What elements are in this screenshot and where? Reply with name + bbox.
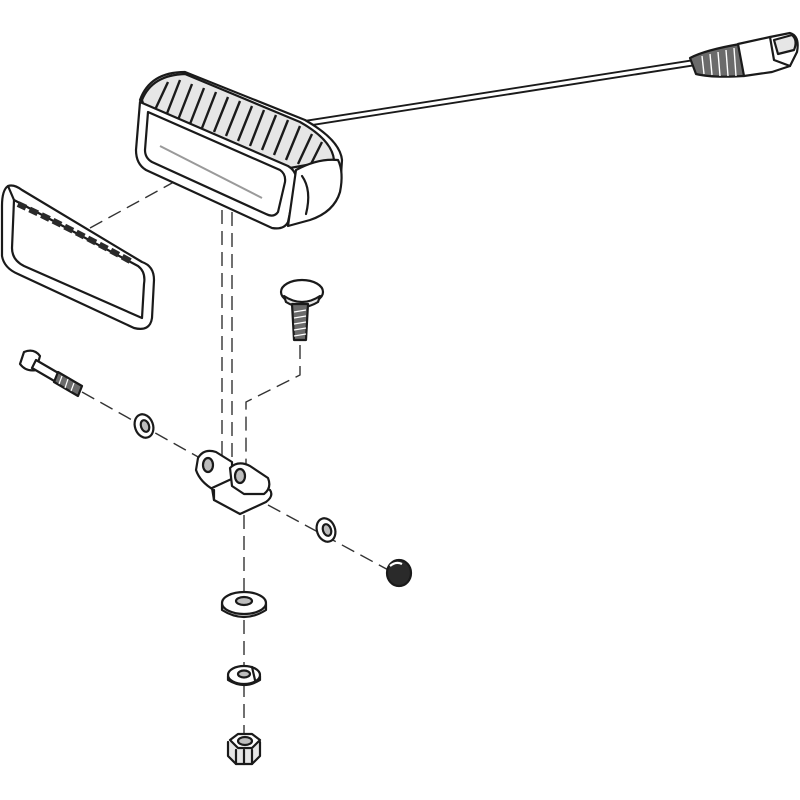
- long-bolt: [18, 349, 84, 398]
- flat-washer-left: [133, 413, 155, 439]
- carriage-bolt: [279, 278, 325, 342]
- cooling-fins: [152, 79, 324, 167]
- mounting-bracket: [194, 449, 273, 516]
- lamp-housing: [134, 70, 344, 230]
- cap-nut: [385, 558, 413, 588]
- lamp-front-window: [143, 110, 287, 217]
- lock-washer: [226, 664, 262, 687]
- hex-nut: [226, 732, 262, 766]
- flat-washer-right: [315, 517, 337, 543]
- large-flat-washer: [220, 590, 268, 619]
- front-lens-cover: [0, 184, 156, 330]
- power-cable: [298, 59, 696, 128]
- guide-carriage-bolt: [245, 345, 301, 470]
- assembly-guide-lines: [81, 164, 393, 742]
- cable-connector: [688, 31, 799, 78]
